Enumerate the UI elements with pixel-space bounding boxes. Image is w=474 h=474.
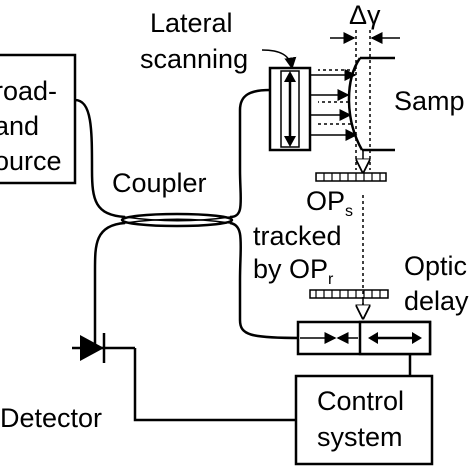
lateral-scanner <box>268 66 312 152</box>
scan-down-arrowhead <box>284 136 296 147</box>
delta-gamma-label: Δγ <box>349 0 381 30</box>
detector-control-wire <box>133 368 296 422</box>
control-label-line2: system <box>317 422 403 452</box>
op-r-scale <box>309 195 389 318</box>
source-label-line2: and <box>0 111 39 141</box>
source-label-line3: ource <box>0 146 62 176</box>
detector-photodiode-icon: Detector <box>0 333 137 433</box>
lateral-label-line1: Lateral <box>150 8 233 38</box>
op-s-scale: OPs <box>306 172 387 220</box>
broadband-source-box: road- and ource <box>0 53 77 185</box>
scan-up-arrowhead <box>284 71 296 82</box>
sample-beam-lines <box>310 69 358 141</box>
optical-fibers <box>74 88 301 348</box>
source-label-line1: road- <box>0 76 57 106</box>
fiber-coupler: Coupler <box>112 168 234 228</box>
sample: Samp <box>347 56 465 152</box>
control-system-box: Control system <box>294 354 434 466</box>
optical-delay-label-line2: delay <box>404 286 469 316</box>
optical-delay-line <box>296 320 432 356</box>
delta-gamma-marker: Δγ <box>330 0 400 172</box>
detector-label: Detector <box>0 403 102 433</box>
optical-delay-label-line1: Optic <box>404 251 467 281</box>
sample-label: Samp <box>394 86 465 116</box>
coupler-label: Coupler <box>112 168 207 198</box>
tracked-label: tracked <box>253 221 342 251</box>
lateral-pointer-arrow <box>261 49 297 70</box>
by-op-r-label: by OPr <box>253 254 334 288</box>
lateral-label-line2: scanning <box>140 44 248 74</box>
op-s-label: OPs <box>306 186 353 220</box>
control-label-line1: Control <box>317 386 404 416</box>
